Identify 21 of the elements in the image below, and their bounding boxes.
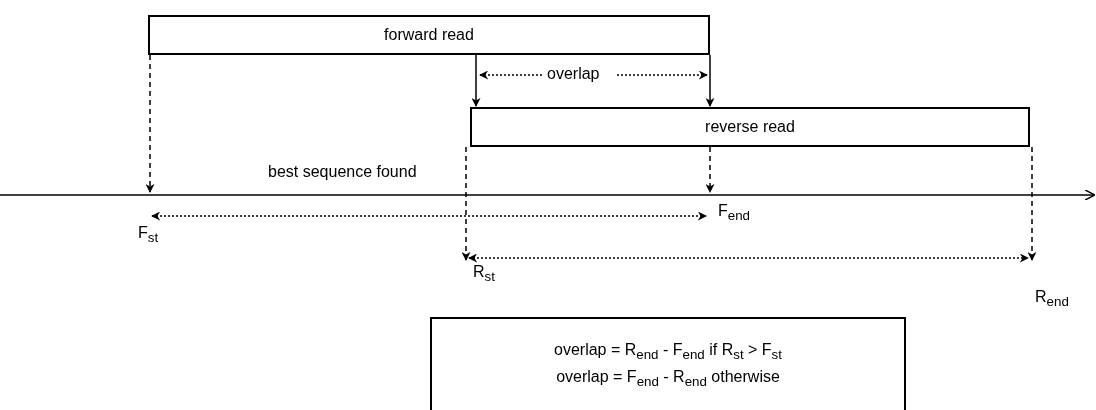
read-box	[148, 15, 710, 55]
arrow	[705, 146, 715, 193]
axis-label: best sequence found	[268, 163, 417, 181]
arrow	[151, 211, 707, 221]
arrow	[145, 54, 155, 193]
position-label: F$_{end}$	[718, 202, 751, 224]
position-label: R$_{end}$	[1035, 288, 1069, 310]
formula-text: overlap = R$_{end}$ - F$_{end}$ if R$_{st}$ > F$_{st}$	[554, 340, 782, 365]
arrow	[1027, 146, 1037, 261]
arrow	[461, 146, 471, 261]
arrow	[471, 54, 481, 107]
arrow	[468, 253, 1029, 263]
formula-box	[430, 317, 906, 410]
box-label: forward read	[384, 25, 474, 45]
arrow	[705, 54, 715, 107]
box-label: reverse read	[705, 117, 795, 137]
formula-text: overlap = F$_{end}$ - R$_{end}$ otherwise	[556, 367, 780, 392]
dimension-label: overlap	[547, 65, 600, 83]
read-box	[470, 107, 1030, 147]
position-label: F$_{st}$	[138, 224, 159, 246]
position-label: R$_{st}$	[473, 263, 495, 285]
